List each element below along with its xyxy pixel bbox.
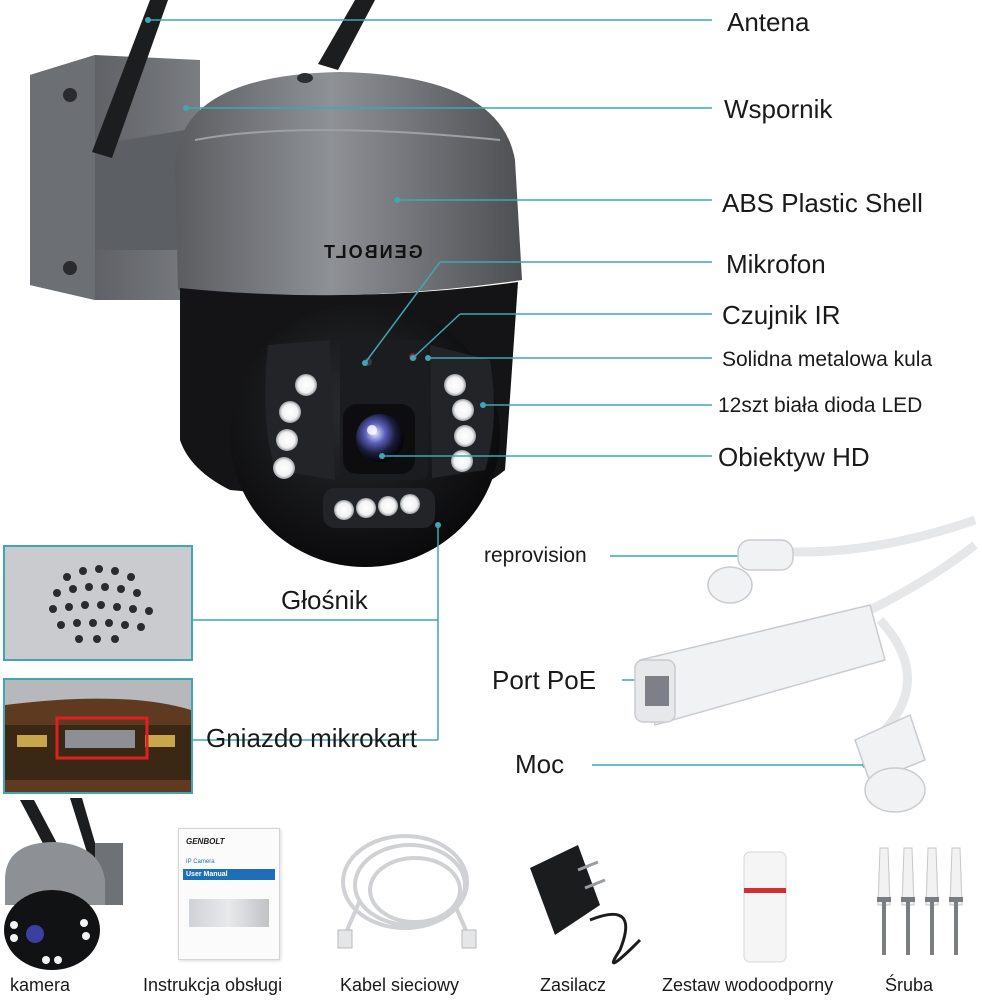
caption-screws: Śruba: [885, 975, 934, 995]
caption-waterproof: Zestaw wodoodporny: [662, 975, 834, 995]
caption-camera: kamera: [10, 975, 71, 995]
speaker-inset: [3, 545, 193, 661]
abs-shell: [175, 72, 522, 296]
label-lens: Obiektyw HD: [718, 442, 870, 472]
manual-brand: GENBOLT: [186, 837, 225, 846]
label-microphone: Mikrofon: [726, 249, 826, 279]
label-metal-ball: Solidna metalowa kula: [722, 348, 933, 371]
sd-slot-highlight: [55, 716, 149, 760]
label-ir-sensor: Czujnik IR: [722, 300, 841, 330]
white-leds: [273, 374, 476, 520]
wall-bracket: [30, 55, 200, 300]
caption-manual: Instrukcja obsługi: [143, 975, 283, 995]
antennas: [92, 0, 375, 158]
label-antenna: Antena: [727, 7, 810, 37]
label-poe-port: Port PoE: [492, 665, 597, 695]
callout-lines: [148, 19, 865, 766]
label-led: 12szt biała dioda LED: [718, 394, 923, 417]
label-power: Moc: [515, 749, 565, 779]
sd-slot-inset: [3, 678, 193, 794]
cable-assembly: [634, 515, 978, 813]
label-bracket: Wspornik: [724, 94, 833, 124]
manual-title: User Manual: [183, 869, 275, 880]
user-manual-icon: GENBOLT IP Camera User Manual: [178, 828, 280, 960]
manual-subtitle: IP Camera: [186, 859, 215, 865]
label-reprovision: reprovision: [484, 544, 587, 567]
caption-adapter: Zasilacz: [540, 975, 607, 995]
brand-logo: GENBOLT: [322, 242, 423, 262]
label-shell: ABS Plastic Shell: [722, 188, 923, 218]
label-sd-slot: Gniazdo mikrokart: [206, 723, 417, 753]
label-speaker: Głośnik: [281, 585, 368, 615]
speaker-grille-icon: [49, 565, 153, 643]
caption-cable: Kabel sieciowy: [340, 975, 460, 995]
